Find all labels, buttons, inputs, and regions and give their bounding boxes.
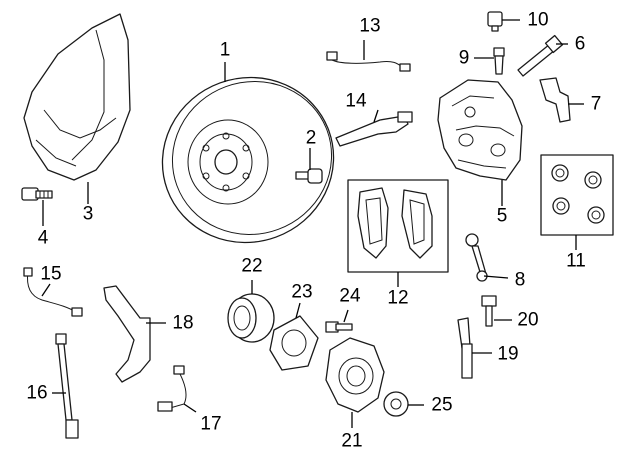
callout-24: 24 <box>339 285 361 307</box>
callout-9: 9 <box>458 47 470 69</box>
callout-3: 3 <box>82 203 94 225</box>
callout-22: 22 <box>241 255 263 277</box>
callout-8: 8 <box>514 269 526 291</box>
bleeder-valve <box>493 47 505 75</box>
callout-7: 7 <box>590 93 602 115</box>
callout-10: 10 <box>527 9 549 31</box>
speed-sensor <box>457 317 473 379</box>
shield-bolt <box>21 187 53 201</box>
callout-1: 1 <box>219 39 231 61</box>
bracket-bolt <box>481 295 497 327</box>
abs-sensor <box>157 365 187 412</box>
callout-15: 15 <box>40 263 62 285</box>
brake-caliper <box>437 79 523 181</box>
hose-bracket <box>103 285 151 383</box>
spring-clip <box>539 77 571 123</box>
clip-part <box>487 11 503 32</box>
hub-bolt <box>325 321 353 333</box>
callout-25: 25 <box>431 394 453 416</box>
bearing-plate <box>269 315 319 371</box>
wear-sensor-lower <box>23 267 83 317</box>
callout-20: 20 <box>517 309 539 331</box>
callout-11: 11 <box>566 250 586 272</box>
leader-lines <box>41 19 584 428</box>
callout-2: 2 <box>305 127 317 149</box>
brake-rotor <box>161 76 335 244</box>
callout-23: 23 <box>291 281 313 303</box>
wheel-hub <box>325 337 385 413</box>
callout-6: 6 <box>574 33 586 55</box>
rotor-screw <box>295 168 323 184</box>
callout-18: 18 <box>172 312 194 334</box>
callout-4: 4 <box>37 227 49 249</box>
brake-pads-box <box>347 179 449 273</box>
dust-shield <box>23 13 131 181</box>
caliper-link <box>465 233 488 282</box>
callout-5: 5 <box>496 205 508 227</box>
wear-sensor-upper <box>326 51 411 72</box>
callout-14: 14 <box>345 90 367 112</box>
caliper-bolt <box>517 34 564 77</box>
callout-17: 17 <box>200 413 222 435</box>
sensor-bracket-upper <box>335 111 413 147</box>
callout-21: 21 <box>341 430 363 452</box>
callout-19: 19 <box>497 343 519 365</box>
callout-16: 16 <box>26 382 48 404</box>
callout-12: 12 <box>387 287 409 309</box>
seal-kit-box <box>540 154 614 236</box>
callout-13: 13 <box>359 15 381 37</box>
axle-nut <box>383 391 409 417</box>
brake-hose <box>55 333 79 439</box>
wheel-bearing <box>227 293 275 343</box>
